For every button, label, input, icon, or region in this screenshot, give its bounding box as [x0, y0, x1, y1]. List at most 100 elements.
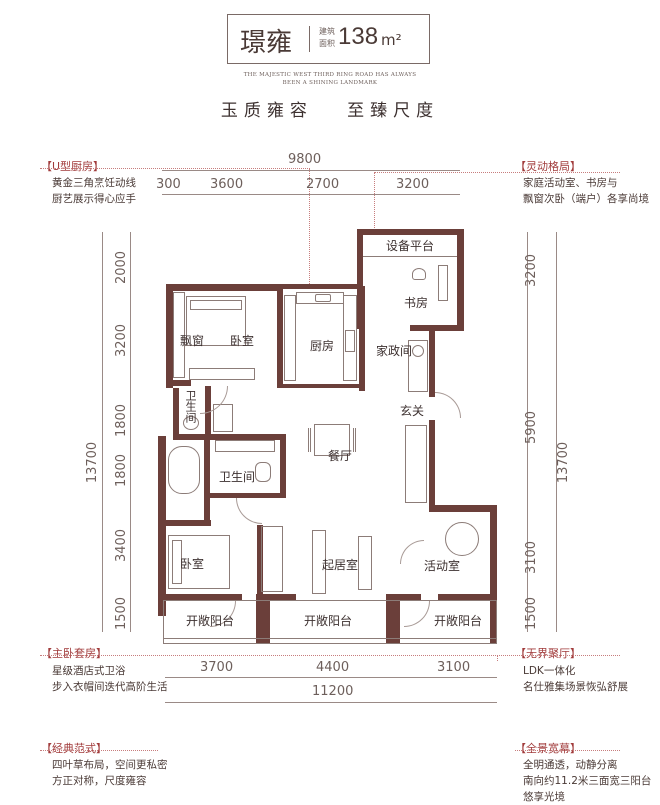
dim-bottom-3: 3100 [437, 660, 471, 675]
english-line-2: BEEN A SHINING LANDMARK [282, 80, 378, 86]
wall-master-bath-bottom [210, 493, 286, 498]
wall-top-bedroom [166, 284, 278, 291]
sink-icon [315, 294, 331, 302]
foyer-cabinet-icon [405, 425, 427, 503]
feature-view-line1: 全明通透，动静分离 [523, 759, 618, 771]
feature-view-line3: 悠享光境 [523, 791, 565, 803]
wall-master-bath-left [204, 440, 210, 520]
dim-right-total-line [556, 232, 557, 632]
wall-right-study [457, 229, 464, 329]
bay-window-ledge [173, 292, 185, 378]
area-tag-line2: 面积 [319, 39, 335, 48]
room-utility: 家政间 [376, 344, 413, 358]
study-chair-icon [412, 268, 426, 280]
dim-bottom-total: 11200 [312, 684, 354, 699]
wall-left-bath [173, 388, 179, 438]
wall-right-foyer [429, 420, 435, 510]
callout-frame-bottom-left-2 [40, 750, 158, 751]
header-title-box [227, 14, 430, 64]
wall-master-top [166, 520, 211, 526]
dim-top-total: 9800 [288, 152, 322, 167]
master-bed-icon [168, 535, 230, 589]
feature-master-line2: 步入衣帽间迭代高阶生活 [52, 681, 168, 693]
door-arc-activity [400, 540, 424, 564]
dim-top-1: 300 [156, 177, 181, 192]
feature-master-title: 【主卧套房】 [41, 647, 107, 660]
dining-chairs-icon [308, 428, 356, 452]
door-arc-foyer [435, 392, 461, 418]
callout-frame-bottom-right-v [497, 655, 498, 661]
room-bath-master: 卫生间 [219, 470, 256, 484]
room-living: 起居室 [322, 558, 359, 572]
wall-step [429, 505, 495, 512]
dim-top-row-line [162, 194, 460, 195]
kitchen-counter-right [343, 295, 357, 381]
wall-equip-left [357, 229, 363, 329]
room-foyer: 玄关 [400, 404, 425, 418]
room-bedroom-master: 卧室 [180, 557, 205, 571]
wall-column-2 [386, 594, 400, 644]
equipment-platform-area [363, 235, 457, 257]
master-bed-pillow-icon [172, 540, 182, 584]
dim-bottom-1: 3700 [200, 660, 234, 675]
area-tag-line1: 建筑 [319, 27, 335, 36]
dim-top-total-line [162, 170, 460, 171]
dim-bottom-row-line [165, 677, 497, 678]
wall-study-bottom [410, 325, 464, 331]
wall-mid-top [359, 286, 365, 391]
bathtub-icon [168, 446, 200, 494]
feature-classic-line1: 四叶草布局，空间更私密 [52, 759, 168, 771]
feature-master-line1: 星级酒店式卫浴 [52, 665, 126, 677]
wall-balcony-top-left [166, 594, 242, 601]
room-bedroom-top: 卧室 [230, 334, 255, 348]
callout-frame-top-right [374, 172, 620, 173]
wall-balcony-right-edge [490, 594, 497, 644]
project-name: 璟雍 [240, 28, 293, 58]
feature-view-title: 【全景宽幕】 [515, 742, 581, 755]
dim-bottom-2: 4400 [316, 660, 350, 675]
wall-bath-bottom [173, 434, 285, 440]
wall-right-activity [490, 505, 497, 617]
dim-bottom-total-line [165, 702, 497, 703]
wall-bedroom-bottom [173, 380, 191, 386]
area-unit: m² [381, 31, 402, 49]
dining-table-icon [314, 424, 350, 456]
wall-left-master [158, 436, 166, 616]
callout-frame-bottom-right [497, 655, 620, 656]
utility-shelf-icon [408, 340, 428, 392]
feature-ldk-title: 【无界聚厅】 [515, 647, 581, 660]
feature-classic-line2: 方正对称，尺度雍容 [52, 775, 147, 787]
wardrobe-top-icon [189, 368, 255, 380]
wall-column-1 [256, 594, 270, 644]
stove-icon [345, 330, 355, 352]
callout-frame-bottom-left [40, 655, 498, 656]
room-dining: 餐厅 [328, 449, 353, 463]
door-arc-master [236, 498, 262, 524]
feature-ldk-line2: 名仕雅集场景恢弘舒展 [523, 681, 628, 693]
feature-kitchen-line2: 厨艺展示得心应手 [52, 193, 136, 205]
callout-frame-top-left [40, 168, 310, 169]
room-study: 书房 [404, 296, 429, 310]
balcony-outline [163, 600, 497, 644]
room-kitchen: 厨房 [310, 339, 335, 353]
feature-kitchen-title: 【U型厨房】 [41, 160, 105, 173]
top-bed-icon [186, 296, 246, 346]
dim-left-row-line [130, 232, 131, 632]
dim-left-total-line [102, 232, 103, 632]
callout-frame-bottom-right-2 [515, 750, 620, 751]
callout-frame-top-right-v [374, 172, 375, 234]
feature-flex-line1: 家庭活动室、书房与 [523, 177, 618, 189]
kitchen-counter-left [284, 295, 296, 381]
wall-balcony-top-right [387, 594, 421, 601]
wall-master-bath-right [280, 434, 286, 498]
room-bay-window: 飘窗 [180, 334, 205, 348]
wall-equip-top [357, 229, 464, 235]
slogan: 玉质雍容 至臻尺度 [220, 101, 440, 121]
wall-right-utility [429, 325, 435, 397]
master-toilet-icon [255, 462, 271, 482]
feature-kitchen-line1: 黄金三角烹饪动线 [52, 177, 136, 189]
room-activity: 活动室 [424, 559, 461, 573]
feature-classic-title: 【经典范式】 [41, 742, 107, 755]
dim-top-4: 3200 [396, 177, 430, 192]
study-desk-icon [438, 265, 448, 301]
